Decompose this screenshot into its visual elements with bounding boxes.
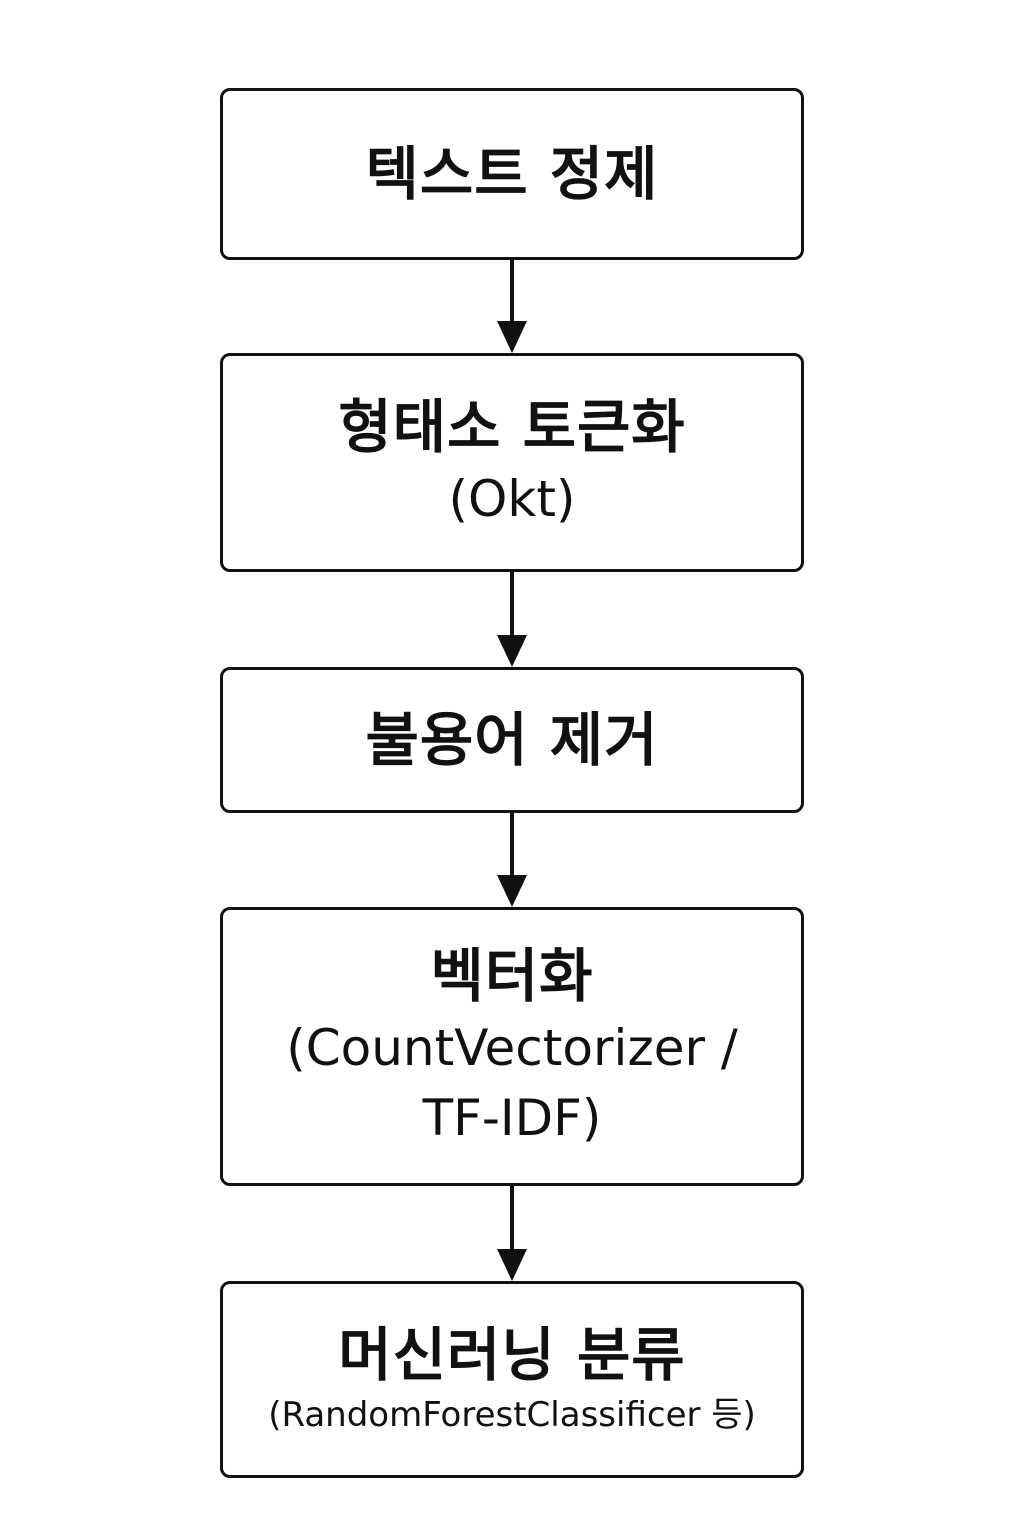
step-title: 텍스트 정제 bbox=[365, 139, 659, 208]
step-title: 머신러닝 분류 bbox=[338, 1321, 686, 1390]
step-title: 형태소 토큰화 bbox=[338, 393, 686, 462]
arrow-2-to-3 bbox=[497, 572, 527, 667]
step-subtitle-line-2: TF-IDF) bbox=[422, 1088, 602, 1147]
step-subtitle-line-1: (CountVectorizer / bbox=[286, 1018, 738, 1077]
step-title: 벡터화 bbox=[430, 942, 594, 1011]
step-subtitle: (Okt) bbox=[448, 469, 576, 528]
step-vectorization: 벡터화 (CountVectorizer / TF-IDF) bbox=[220, 907, 804, 1186]
step-stopword-removal: 불용어 제거 bbox=[220, 667, 804, 813]
arrow-1-to-2 bbox=[497, 260, 527, 353]
step-ml-classification: 머신러닝 분류 (RandomForestClassificer 등) bbox=[220, 1281, 804, 1478]
arrow-4-to-5 bbox=[497, 1186, 527, 1281]
arrow-3-to-4 bbox=[497, 813, 527, 907]
step-title: 불용어 제거 bbox=[365, 705, 659, 774]
step-text-cleaning: 텍스트 정제 bbox=[220, 88, 804, 260]
step-subtitle: (RandomForestClassificer 등) bbox=[268, 1394, 756, 1435]
step-morpheme-tokenization: 형태소 토큰화 (Okt) bbox=[220, 353, 804, 572]
